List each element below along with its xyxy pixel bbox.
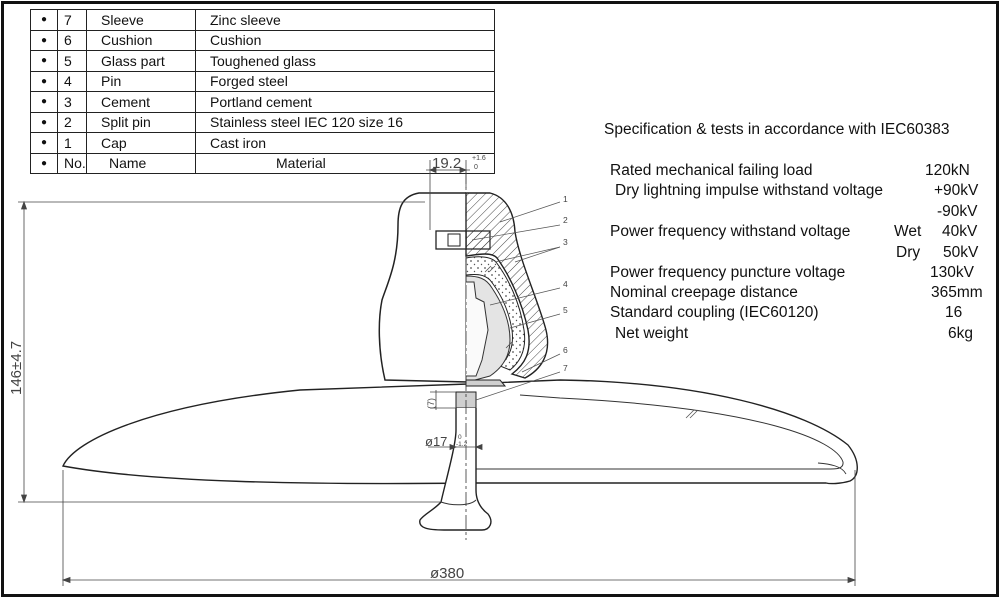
spec-coupling-value: 16	[945, 304, 963, 321]
spec-lightning-neg: -90kV	[937, 203, 978, 220]
parts-table: ● 7 Sleeve Zinc sleeve ● 6 Cushion Cushi…	[30, 9, 495, 174]
spec-wet-label: Wet	[894, 223, 922, 240]
dim-sleeve-value: (7)	[426, 398, 436, 409]
spec-rated-load-value: 120kN	[925, 162, 970, 179]
spec-lightning-pos: +90kV	[934, 182, 979, 199]
spec-puncture-value: 130kV	[930, 264, 974, 281]
callout-2: 2	[563, 215, 568, 225]
callout-1: 1	[563, 194, 568, 204]
spec-rated-load-label: Rated mechanical failing load	[610, 162, 813, 179]
dim-cap-width-value: 19.2	[432, 155, 461, 172]
dim-cap-width-tol-lower: 0	[474, 164, 478, 171]
spec-creepage-label: Nominal creepage distance	[610, 284, 798, 301]
dim-pin	[428, 443, 483, 451]
callout-numbers: 1 2 3 4 5 6 7	[563, 194, 568, 373]
dim-pin-value: ø17	[425, 434, 447, 449]
part-name: Pin	[86, 70, 196, 92]
shed-rim-edge	[817, 462, 847, 475]
glass-hatch-marks	[484, 265, 699, 419]
spec-lightning-label: Dry lightning impulse withstand voltage	[615, 182, 883, 199]
spec-power-freq-label: Power frequency withstand voltage	[610, 223, 851, 240]
table-row: ● 3 Cement Portland cement	[30, 91, 495, 113]
part-material: Portland cement	[195, 91, 495, 113]
callout-4: 4	[563, 279, 568, 289]
cap-outline	[378, 192, 469, 383]
spec-coupling-label: Standard coupling (IEC60120)	[610, 304, 819, 321]
dim-pin-tol-lower: -1.2	[456, 441, 468, 448]
spec-weight-label: Net weight	[615, 325, 689, 342]
pin-head	[466, 281, 489, 377]
dim-diameter-value: ø380	[430, 565, 464, 582]
cushion	[465, 379, 507, 387]
dim-cap-width	[426, 160, 470, 230]
table-row: ● 4 Pin Forged steel	[30, 70, 495, 92]
pin-shaft	[419, 408, 492, 531]
spec-wet-value: 40kV	[942, 223, 978, 240]
callout-7: 7	[563, 363, 568, 373]
table-row: ● 6 Cushion Cushion	[30, 29, 495, 51]
dim-diameter	[61, 470, 857, 586]
part-material: Toughened glass	[195, 50, 495, 72]
dim-sleeve	[430, 390, 456, 410]
callout-3: 3	[563, 237, 568, 247]
dim-cap-width-tol-upper: +1.6	[472, 155, 486, 162]
callout-leaders	[471, 201, 561, 401]
dim-height-value: 146±4.7	[8, 341, 25, 395]
header-material: Material	[195, 152, 495, 174]
header-name: Name	[86, 152, 196, 174]
spec-puncture-label: Power frequency puncture voltage	[610, 264, 846, 281]
dim-height	[18, 200, 440, 504]
dim-pin-tol-upper: 0	[458, 434, 462, 441]
spec-dry-label: Dry	[896, 244, 921, 261]
spec-creepage-value: 365mm	[931, 284, 983, 301]
spec-dry-value: 50kV	[943, 244, 979, 261]
table-header-row: ● No. Name Material	[30, 152, 495, 174]
spec-weight-value: 6kg	[948, 325, 973, 342]
part-material: Forged steel	[195, 70, 495, 92]
callout-5: 5	[563, 305, 568, 315]
shed-inner-contour	[475, 394, 844, 470]
callout-6: 6	[563, 345, 568, 355]
spec-title: Specification & tests in accordance with…	[604, 121, 950, 138]
